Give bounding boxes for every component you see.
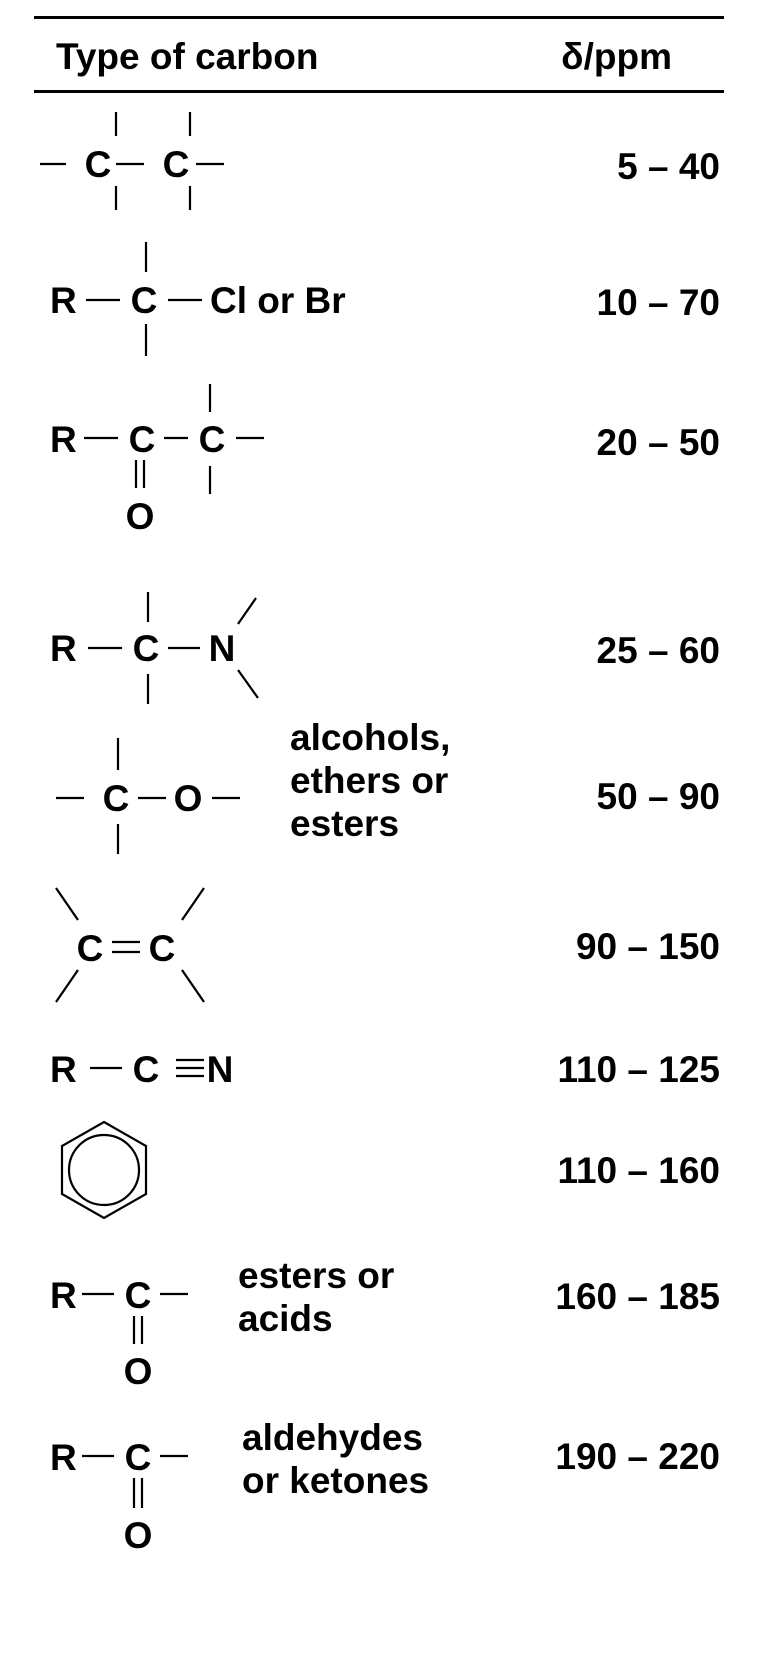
atom-c: C [131, 280, 158, 321]
structure-aldehyde-ketone: R C O [50, 1437, 188, 1556]
shift-range-nitrile: 110 – 125 [557, 1049, 720, 1090]
atom-r: R [50, 280, 77, 321]
atom-c: C [125, 1275, 152, 1316]
header-shift-ppm: δ/ppm [561, 36, 672, 77]
atom-r: R [50, 1049, 77, 1090]
note-line: esters [290, 803, 400, 844]
shift-range-ester-acid: 160 – 185 [555, 1276, 720, 1317]
atom-c: C [163, 144, 190, 185]
structure-cc-alkyl: C C [40, 112, 224, 210]
atom-c: C [129, 419, 156, 460]
atom-c: C [85, 144, 112, 185]
structure-nitrile: R C N [50, 1049, 234, 1090]
shift-range-c-oxygen: 50 – 90 [596, 776, 720, 817]
table-header-rule [34, 90, 724, 93]
note-line: ethers or [290, 760, 449, 801]
note-line: acids [238, 1298, 333, 1339]
atom-o: O [126, 496, 155, 537]
shift-range-c-amine: 25 – 60 [596, 630, 720, 671]
atom-r: R [50, 628, 77, 669]
atom-c: C [133, 628, 160, 669]
note-c-oxygen: alcohols, ethers or esters [290, 716, 450, 845]
note-line: aldehydes [242, 1417, 423, 1458]
table-top-rule [34, 16, 724, 19]
benzene-ring-icon [60, 1120, 148, 1220]
shift-range-aromatic: 110 – 160 [557, 1150, 720, 1191]
atom-r: R [50, 1275, 77, 1316]
atom-c: C [103, 778, 130, 819]
atom-c: C [149, 928, 176, 969]
structure-c-alpha-carbonyl: R C C O [50, 384, 264, 537]
shift-range-alkene: 90 – 150 [575, 926, 720, 967]
atom-c: C [199, 419, 226, 460]
shift-range-aldehyde-ketone: 190 – 220 [555, 1436, 720, 1477]
header-type-of-carbon: Type of carbon [56, 36, 319, 77]
atom-o: O [124, 1515, 153, 1556]
atom-r: R [50, 1437, 77, 1478]
atom-c: C [133, 1049, 160, 1090]
note-line: esters or [238, 1255, 395, 1296]
note-ester-acid: esters or acids [238, 1254, 394, 1340]
atom-n: N [209, 628, 236, 669]
atom-n: N [207, 1049, 234, 1090]
structure-c-halide: R C Cl or Br [50, 242, 346, 356]
atom-cl-or-br: Cl or Br [210, 280, 346, 321]
structure-c-amine: R C N [50, 592, 259, 704]
atom-r: R [50, 419, 77, 460]
note-line: alcohols, [290, 717, 451, 758]
note-aldehyde-ketone: aldehydes or ketones [242, 1416, 429, 1502]
structure-alkene: C C [55, 887, 205, 1003]
atom-o: O [124, 1351, 153, 1392]
structure-c-oxygen: C O [56, 738, 240, 854]
shift-range-c-halide: 10 – 70 [596, 282, 720, 323]
structure-ester-acid: R C O [50, 1275, 188, 1392]
atom-c: C [125, 1437, 152, 1478]
shift-range-cc-alkyl: 5 – 40 [617, 146, 720, 187]
atom-c: C [77, 928, 104, 969]
note-line: or ketones [242, 1460, 430, 1501]
atom-o: O [174, 778, 203, 819]
shift-range-c-alpha-carbonyl: 20 – 50 [596, 422, 720, 463]
